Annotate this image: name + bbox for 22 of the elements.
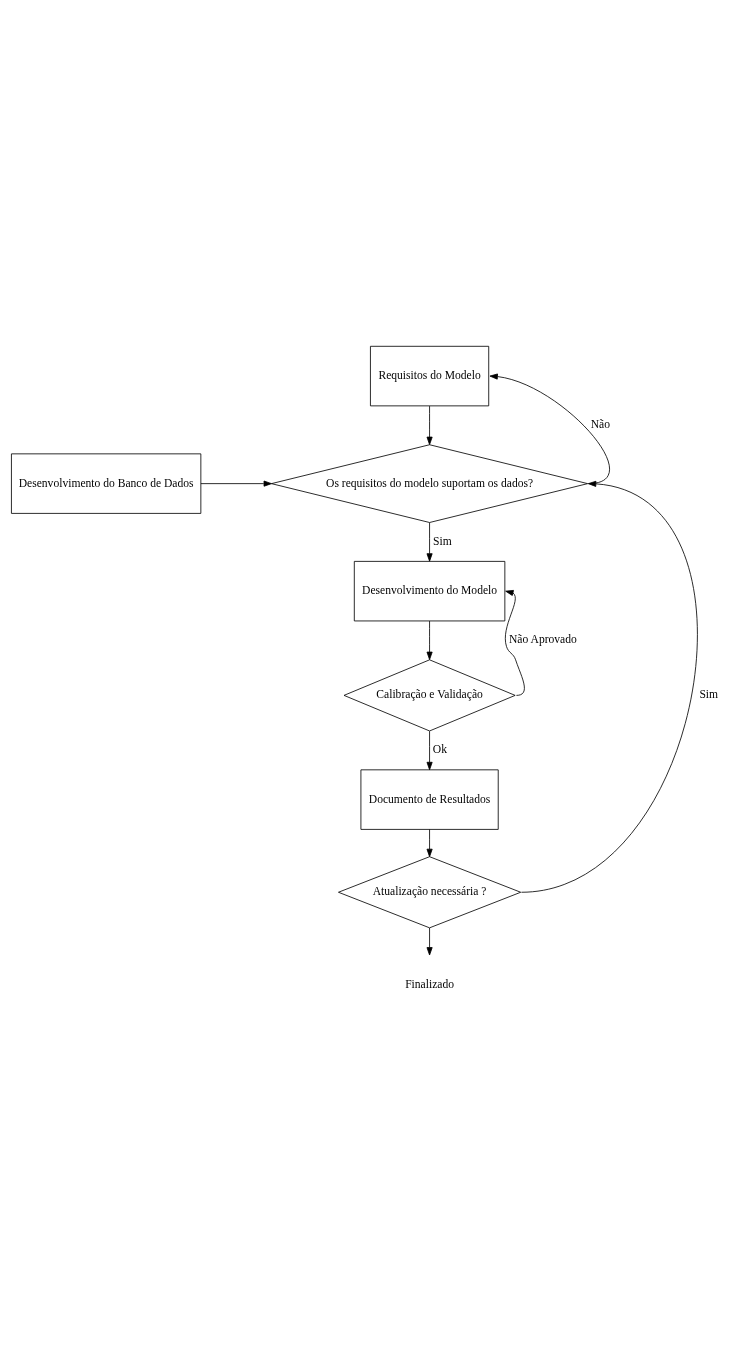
arrow [520, 480, 698, 893]
arrow [426, 522, 433, 562]
node-box: Documento de Resultados [360, 769, 499, 830]
edge-label: Não Aprovado [508, 633, 577, 647]
node-diamond: Atualização necessária ? [338, 856, 522, 929]
node-diamond: Os requisitos do modelo suportam os dados? [271, 444, 589, 523]
node-box: Desenvolvimento do Banco de Dados [11, 453, 202, 514]
node-box: Desenvolvimento do Modelo [353, 560, 506, 622]
arrow [489, 373, 610, 485]
edge-label: Não [590, 418, 611, 432]
edge-label: Ok [432, 743, 447, 757]
node-text: Finalizado [405, 977, 455, 991]
node-box: Requisitos do Modelo [370, 345, 490, 407]
arrow [426, 405, 433, 445]
arrow [426, 829, 433, 858]
edge-label: Sim [699, 688, 719, 702]
arrow [426, 730, 433, 771]
node-diamond: Calibração e Validação [343, 659, 516, 732]
arrow [426, 927, 433, 956]
edge-label: Sim [433, 535, 452, 548]
arrow [426, 620, 433, 660]
arrow [200, 480, 272, 487]
